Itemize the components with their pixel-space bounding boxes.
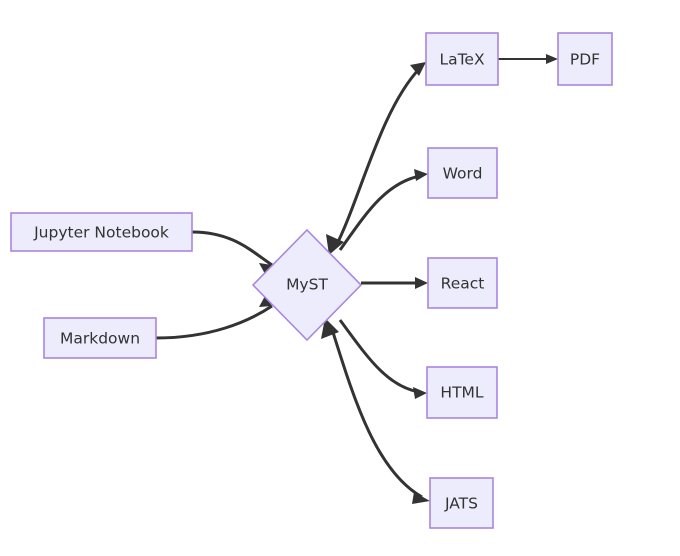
- node-shape[interactable]: [426, 366, 498, 419]
- arrowhead-into-pdf: [546, 54, 558, 64]
- edge-jupyter-to-myst: [191, 230, 273, 274]
- edge-latex-to-pdf: [498, 54, 558, 64]
- node-label: Markdown: [60, 330, 140, 348]
- node-shape[interactable]: [251, 228, 363, 342]
- edge-myst-to-react: [361, 277, 428, 289]
- node-html[interactable]: HTML: [426, 366, 498, 419]
- node-markdown[interactable]: Markdown: [43, 317, 157, 359]
- node-jats[interactable]: JATS: [429, 477, 494, 529]
- node-label: JATS: [444, 495, 478, 513]
- arrowhead-into-word: [414, 169, 428, 181]
- arrowhead-into-myst: [321, 318, 339, 339]
- node-shape[interactable]: [10, 212, 193, 252]
- edge-layer: [155, 54, 558, 504]
- arrowhead-into-react: [415, 277, 428, 289]
- edge-myst-to-latex: [326, 62, 426, 255]
- node-latex[interactable]: LaTeX: [425, 32, 499, 86]
- node-label: LaTeX: [439, 51, 485, 69]
- arrowhead-into-myst: [259, 263, 272, 274]
- node-label: React: [441, 275, 485, 293]
- node-label: Jupyter Notebook: [33, 224, 169, 242]
- node-word[interactable]: Word: [427, 147, 498, 199]
- edge-myst-to-word: [338, 169, 428, 251]
- node-myst[interactable]: MyST: [251, 228, 363, 342]
- node-pdf[interactable]: PDF: [557, 32, 613, 86]
- edge-line: [338, 319, 420, 394]
- edge-line: [338, 174, 421, 251]
- node-shape[interactable]: [429, 477, 494, 529]
- edge-line: [191, 230, 273, 267]
- node-jupyter-notebook[interactable]: Jupyter Notebook: [10, 212, 193, 252]
- arrowhead-into-myst: [259, 296, 272, 307]
- node-react[interactable]: React: [427, 257, 498, 309]
- edge-myst-to-html: [338, 319, 427, 399]
- edge-myst-to-jats: [321, 318, 430, 504]
- node-layer: Jupyter Notebook Markdown MyST LaTeX PDF: [10, 32, 613, 529]
- node-shape[interactable]: [557, 32, 613, 86]
- edge-line: [155, 304, 273, 340]
- edge-line: [329, 325, 423, 499]
- arrowhead-into-jats: [412, 492, 430, 504]
- arrowhead-into-html: [413, 387, 427, 399]
- node-shape[interactable]: [427, 257, 498, 309]
- node-label: MyST: [286, 276, 328, 294]
- arrowhead-into-myst: [326, 234, 344, 255]
- edge-markdown-to-myst: [155, 296, 273, 340]
- node-label: HTML: [440, 384, 483, 402]
- node-shape[interactable]: [425, 32, 499, 86]
- arrowhead-into-latex: [410, 62, 426, 76]
- node-shape[interactable]: [43, 317, 157, 359]
- node-label: PDF: [570, 51, 600, 69]
- edge-line: [333, 66, 422, 249]
- node-label: Word: [443, 165, 483, 183]
- node-shape[interactable]: [427, 147, 498, 199]
